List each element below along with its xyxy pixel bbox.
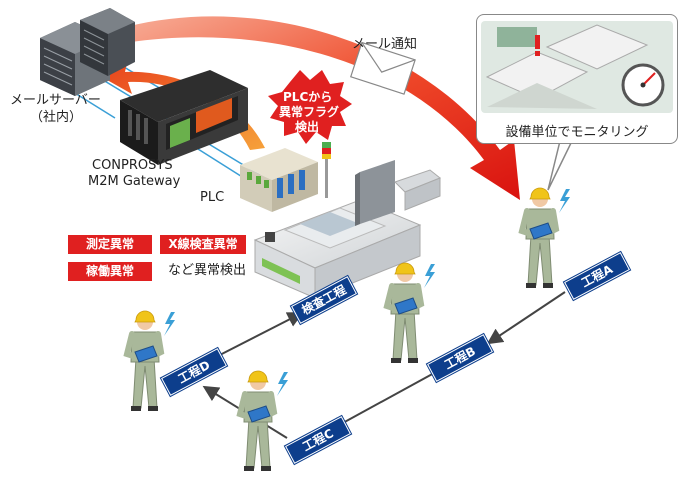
mail-server-icon [40,8,135,96]
anomaly-tag-operation: 稼働異常 [68,262,152,281]
mail-server-sublabel: （社内） [30,110,83,125]
plc-burst-line1: PLCから [283,90,333,104]
gateway-label-line1: CONPROSYS [92,158,173,173]
worker-process-b-icon [383,262,435,363]
anomaly-suffix-label: など異常検出 [168,263,247,278]
mail-flow-arrow [115,16,520,200]
anomaly-tag-xray: X線検査異常 [160,235,246,254]
anomaly-tag-measurement: 測定異常 [68,235,152,254]
plc-burst-line3: 検出 [294,120,319,134]
callout-pointer [547,140,574,191]
worker-process-a-icon [518,187,570,288]
gateway-to-server-arrow [100,58,265,150]
plc-icon [240,148,318,212]
gateway-icon [120,70,248,165]
plc-burst-line2: 異常フラグ [279,105,340,119]
monitoring-label: 設備単位でモニタリング [505,125,649,140]
factory-floor-thumbnail [481,21,673,113]
worker-process-c-icon [236,370,288,471]
mail-envelope-icon [350,41,416,95]
gateway-label-line2: M2M Gateway [88,174,181,189]
plc-label: PLC [200,190,225,205]
signal-tower-icon [322,142,331,198]
worker-process-d-icon [123,310,175,411]
plc-alert-burst [268,70,352,144]
monitoring-callout: 設備単位でモニタリング [476,14,678,144]
mail-server-label: メールサーバー [10,93,101,108]
mail-notice-label: メール通知 [352,37,418,52]
process-flow-arrows [202,291,566,439]
